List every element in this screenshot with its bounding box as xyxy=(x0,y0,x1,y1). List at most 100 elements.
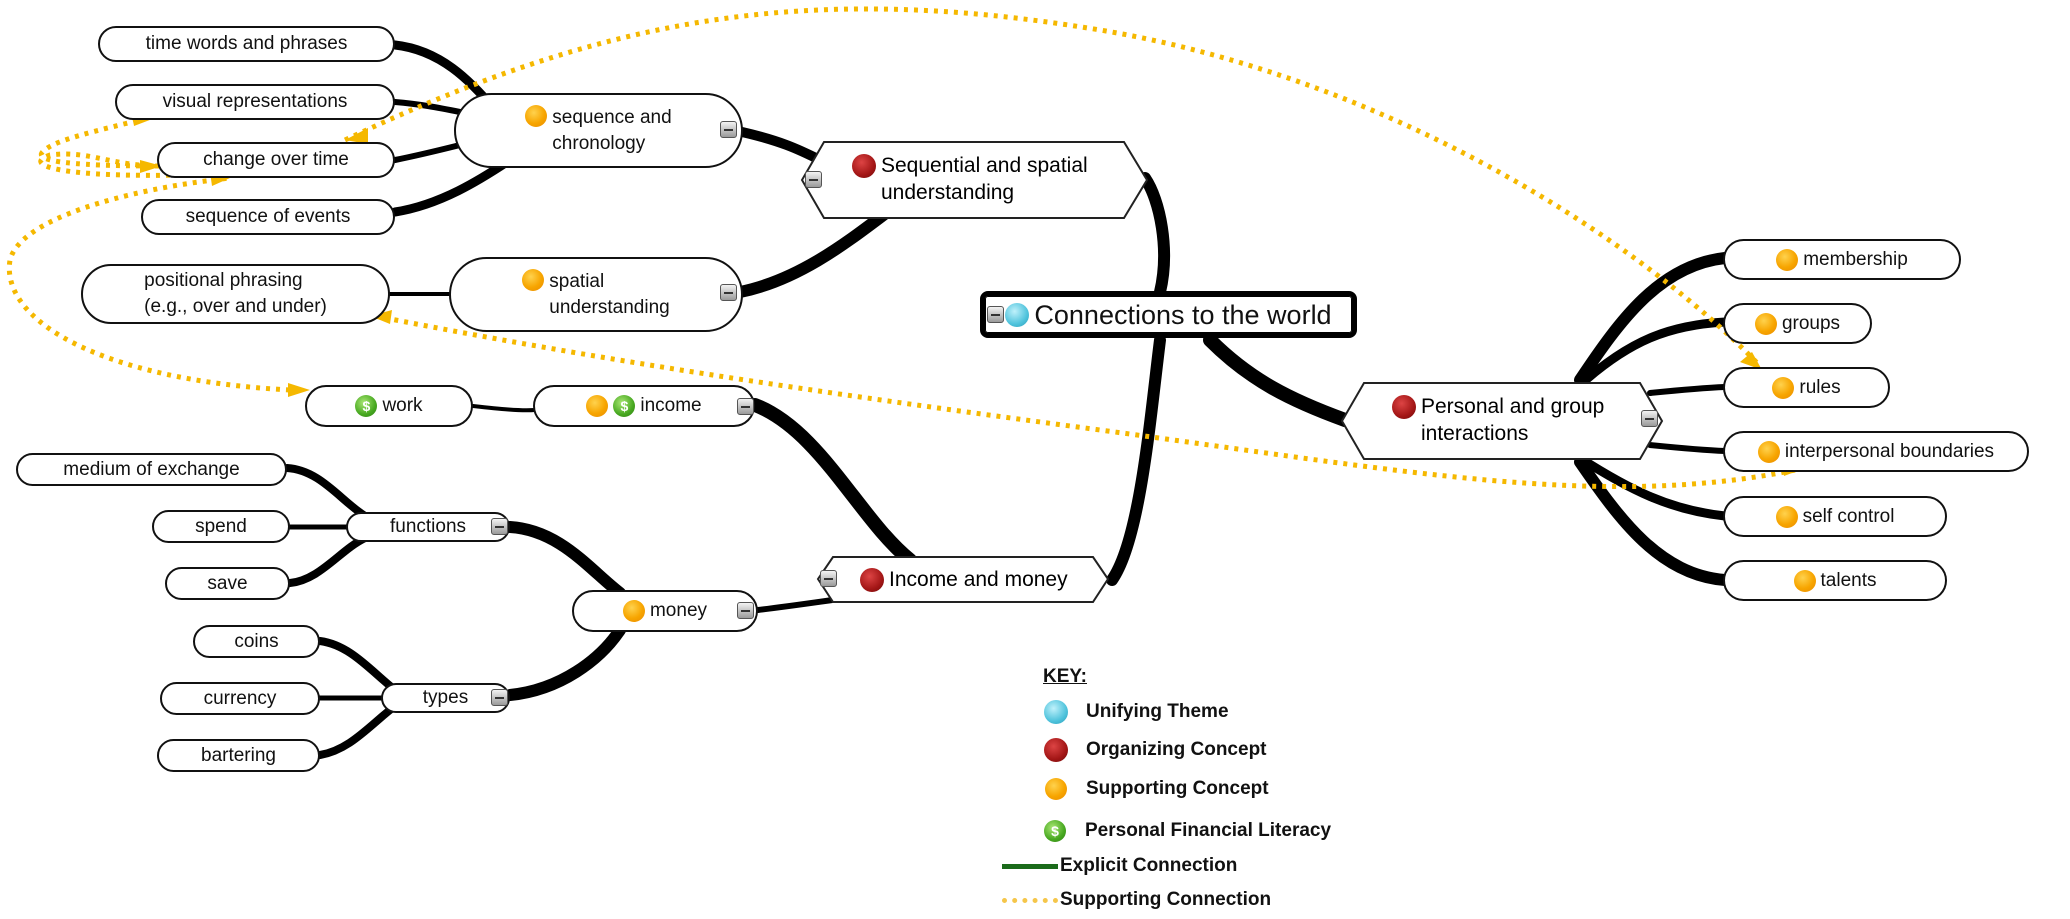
supporting-concept-icon xyxy=(622,600,645,622)
arrowhead-positional xyxy=(370,310,392,324)
branch-personal-talents xyxy=(1574,456,1731,586)
hex-shape xyxy=(816,556,1110,603)
types-label: types xyxy=(422,687,469,708)
unifying-theme-icon xyxy=(1005,302,1030,327)
branch-functions-save xyxy=(286,534,369,587)
income-collapse-toggle[interactable] xyxy=(737,398,754,415)
personal-label: Personal and group interactions xyxy=(1421,393,1604,447)
self-control-node[interactable]: self control xyxy=(1723,496,1947,537)
sequential-label-line1: Sequential and spatial xyxy=(881,154,1088,177)
leaf-sequence-of-events[interactable]: sequence of events xyxy=(141,199,395,235)
leaf-visual-representations[interactable]: visual representations xyxy=(115,84,395,120)
income-money-node[interactable]: Income and money xyxy=(816,556,1110,603)
key-item-unifying: Unifying Theme xyxy=(1026,700,1229,724)
membership-node[interactable]: membership xyxy=(1723,239,1961,280)
leaf-coins[interactable]: coins xyxy=(193,625,320,658)
supporting-concept-icon xyxy=(1757,440,1780,463)
branch-central-income-money xyxy=(1106,334,1166,586)
personal-label-line1: Personal and group xyxy=(1421,395,1605,418)
branch-income-work xyxy=(471,404,537,413)
leaf-change-over-time-label: change over time xyxy=(203,149,349,170)
leaf-visual-representations-label: visual representations xyxy=(162,91,348,112)
groups-node[interactable]: groups xyxy=(1723,303,1872,344)
leaf-positional-line2: (e.g., over and under) xyxy=(144,296,327,317)
rules-node[interactable]: rules xyxy=(1723,367,1890,408)
supporting-concept-icon xyxy=(1754,312,1777,335)
supporting-concept-icon xyxy=(525,105,548,127)
functions-collapse-toggle[interactable] xyxy=(491,518,508,535)
key-label-explicit: Explicit Connection xyxy=(1060,855,1238,876)
income-money-collapse-toggle[interactable] xyxy=(820,570,837,587)
branch-sequence-change xyxy=(392,142,463,163)
sequential-collapse-toggle[interactable] xyxy=(805,171,822,188)
support-work-to-change xyxy=(6,175,291,393)
leaf-save-label: save xyxy=(207,572,248,594)
talents-label: talents xyxy=(1820,569,1877,591)
key-item-supporting: Supporting Concept xyxy=(1026,778,1269,800)
leaf-time-words[interactable]: time words and phrases xyxy=(98,26,395,62)
self-control-label: self control xyxy=(1802,505,1895,527)
supporting-concept-icon xyxy=(1776,248,1799,271)
supporting-concept-icon xyxy=(1772,376,1795,399)
leaf-currency[interactable]: currency xyxy=(160,682,320,715)
functions-node[interactable]: functions xyxy=(346,512,510,542)
leaf-positional-label: positional phrasing (e.g., over and unde… xyxy=(144,268,327,320)
supporting-concept-icon xyxy=(586,395,609,417)
central-collapse-toggle[interactable] xyxy=(987,306,1004,323)
leaf-positional-phrasing[interactable]: positional phrasing (e.g., over and unde… xyxy=(81,264,390,324)
spatial-label-line1: spatial xyxy=(549,270,605,292)
sequence-label: sequence and chronology xyxy=(552,105,671,157)
leaf-bartering-label: bartering xyxy=(201,744,276,766)
membership-label: membership xyxy=(1803,248,1908,270)
money-collapse-toggle[interactable] xyxy=(737,602,754,619)
interpersonal-boundaries-node[interactable]: interpersonal boundaries xyxy=(1723,431,2029,472)
explicit-connection-line xyxy=(1002,863,1058,869)
leaf-work[interactable]: $ work xyxy=(305,385,473,427)
money-node[interactable]: money xyxy=(572,590,758,632)
organizing-concept-icon xyxy=(1044,738,1068,762)
key-label-unifying: Unifying Theme xyxy=(1086,701,1229,722)
leaf-time-words-label: time words and phrases xyxy=(145,33,348,54)
hex-shape xyxy=(800,141,1149,219)
rules-label: rules xyxy=(1799,376,1841,398)
leaf-medium-label: medium of exchange xyxy=(63,458,240,480)
spatial-collapse-toggle[interactable] xyxy=(720,284,737,301)
personal-label-line2: interactions xyxy=(1421,422,1529,445)
branch-personal-membership xyxy=(1574,252,1731,386)
leaf-bartering[interactable]: bartering xyxy=(157,739,320,772)
personal-financial-literacy-icon: $ xyxy=(355,395,378,417)
personal-financial-literacy-icon: $ xyxy=(613,395,636,417)
leaf-medium-of-exchange[interactable]: medium of exchange xyxy=(16,453,287,486)
spatial-label-line2: understanding xyxy=(549,296,670,318)
spatial-understanding-node[interactable]: spatial understanding xyxy=(449,257,743,332)
sequence-chronology-node[interactable]: sequence and chronology xyxy=(454,93,743,168)
sequential-spatial-node[interactable]: Sequential and spatial understanding xyxy=(800,141,1149,219)
personal-financial-literacy-icon: $ xyxy=(1044,820,1066,842)
organizing-concept-icon xyxy=(1392,395,1416,419)
leaf-save[interactable]: save xyxy=(165,567,290,600)
branch-sequential-spatial xyxy=(734,204,896,298)
central-theme-node[interactable]: Connections to the world xyxy=(980,291,1357,338)
sequence-label-line2: chronology xyxy=(552,132,646,154)
central-theme-label: Connections to the world xyxy=(1034,299,1332,330)
personal-collapse-toggle[interactable] xyxy=(1641,410,1658,427)
income-node[interactable]: $ income xyxy=(533,385,755,427)
types-node[interactable]: types xyxy=(381,683,510,713)
hex-shape xyxy=(1340,382,1664,460)
unifying-theme-icon xyxy=(1044,700,1068,724)
arrowhead-rules xyxy=(1740,352,1762,370)
sequence-collapse-toggle[interactable] xyxy=(720,121,737,138)
branch-personal-selfcontrol xyxy=(1575,453,1730,521)
key-label-supporting-connection: Supporting Connection xyxy=(1060,889,1272,910)
sequence-label-line1: sequence and xyxy=(552,106,672,128)
sequential-label-line2: understanding xyxy=(881,181,1015,204)
leaf-change-over-time[interactable]: change over time xyxy=(157,142,395,178)
types-collapse-toggle[interactable] xyxy=(491,689,508,706)
personal-group-node[interactable]: Personal and group interactions xyxy=(1340,382,1664,460)
leaf-spend[interactable]: spend xyxy=(152,510,290,543)
money-label: money xyxy=(649,600,708,621)
sequential-label: Sequential and spatial understanding xyxy=(881,152,1088,206)
talents-node[interactable]: talents xyxy=(1723,560,1947,601)
supporting-concept-icon xyxy=(522,269,545,291)
